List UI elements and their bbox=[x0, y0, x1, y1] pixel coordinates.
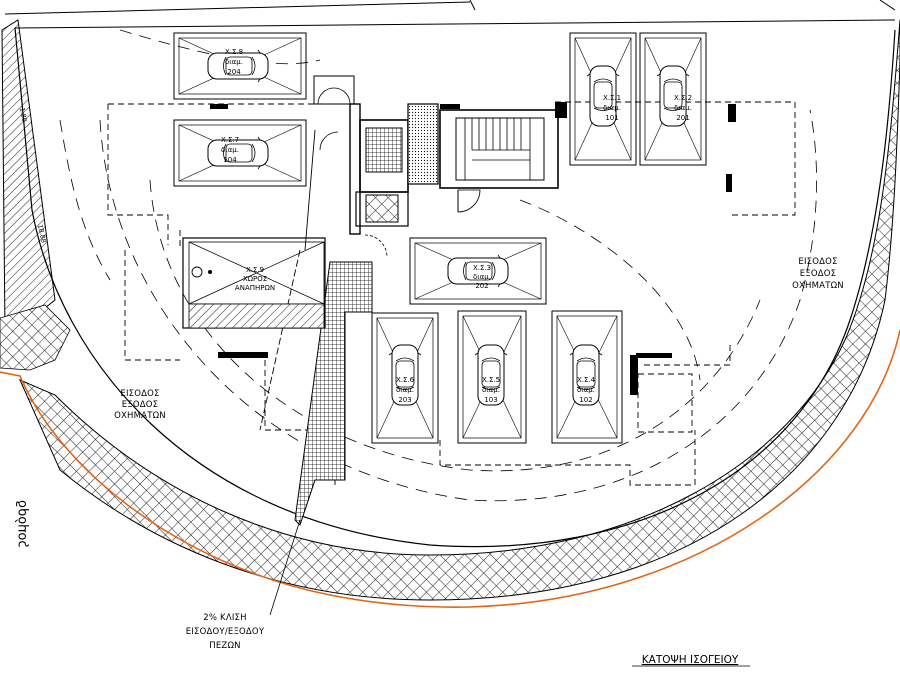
boundary-mark-left: 18.88 bbox=[36, 224, 48, 244]
space-number: 103 bbox=[484, 396, 497, 404]
entrance-left-line1: ΕΙΣΟΔΟΣ bbox=[120, 389, 159, 399]
space-code: Χ.Σ.8 bbox=[225, 48, 243, 56]
entrance-left-line3: ΟΧΗΜΑΤΩΝ bbox=[114, 411, 166, 421]
space-unit: διαμ. bbox=[674, 104, 692, 112]
ramp-note-line3: ΠΕΖΩΝ bbox=[209, 641, 240, 651]
space-code: Χ.Σ.3 bbox=[473, 264, 491, 272]
space-number: 204 bbox=[227, 68, 241, 76]
boundary-mark-top: 1.80 bbox=[18, 107, 28, 123]
storage-label: ΧΩΡΟΣ bbox=[243, 275, 267, 283]
road-label: δρόμος bbox=[15, 500, 30, 548]
entrance-right-line3: ΟΧΗΜΑΤΩΝ bbox=[792, 281, 844, 291]
storage-label-2: ΑΝΑΠΗΡΩΝ bbox=[235, 284, 275, 292]
space-unit: διαμ. bbox=[396, 386, 414, 394]
ramp-note-line2: ΕΙΣΟΔΟΥ/ΕΞΟΔΟΥ bbox=[186, 627, 265, 637]
space-unit: διαμ. bbox=[482, 386, 500, 394]
parking-space-xs7: Χ.Σ.7 διαμ. 104 bbox=[173, 119, 307, 187]
storage-code: Χ.Σ.9 bbox=[246, 266, 264, 274]
space-unit: διαμ. bbox=[603, 104, 621, 112]
space-unit: διαμ. bbox=[221, 146, 239, 154]
entrance-right-line2: ΕΞΟΔΟΣ bbox=[800, 269, 837, 279]
space-number: 101 bbox=[605, 114, 618, 122]
space-code: Χ.Σ.7 bbox=[221, 136, 239, 144]
space-number: 203 bbox=[398, 396, 411, 404]
space-unit: διαμ. bbox=[225, 58, 243, 66]
parking-space-xs1: Χ.Σ.1 διαμ. 101 bbox=[569, 32, 637, 166]
parking-space-xs6: Χ.Σ.6 διαμ. 203 bbox=[371, 312, 439, 444]
parking-space-xs4: Χ.Σ.4 διαμ. 102 bbox=[551, 310, 623, 444]
space-code: Χ.Σ.1 bbox=[603, 94, 621, 102]
parking-space-xs5: Χ.Σ.5 διαμ. 103 bbox=[457, 310, 527, 444]
space-number: 201 bbox=[676, 114, 689, 122]
drawing-title: ΚΑΤΟΨΗ ΙΣΟΓΕΙΟΥ bbox=[642, 654, 739, 666]
space-code: Χ.Σ.2 bbox=[674, 94, 692, 102]
entrance-left-line2: ΕΞΟΔΟΣ bbox=[122, 400, 159, 410]
space-code: Χ.Σ.4 bbox=[577, 376, 596, 384]
parking-space-xs2: Χ.Σ.2 διαμ. 201 bbox=[639, 32, 707, 166]
space-unit: διαμ. bbox=[577, 386, 595, 394]
space-number: 104 bbox=[223, 156, 237, 164]
parking-space-xs8: Χ.Σ.8 διαμ. 204 bbox=[173, 32, 307, 100]
space-code: Χ.Σ.5 bbox=[482, 376, 500, 384]
space-number: 202 bbox=[475, 282, 488, 290]
space-number: 102 bbox=[579, 396, 592, 404]
space-code: Χ.Σ.6 bbox=[396, 376, 415, 384]
ramp-note-line1: 2% ΚΛΙΣΗ bbox=[203, 613, 246, 623]
space-unit: διαμ. bbox=[473, 273, 491, 281]
parking-space-xs3: Χ.Σ.3 διαμ. 202 bbox=[409, 237, 547, 305]
entrance-right-line1: ΕΙΣΟΔΟΣ bbox=[798, 257, 837, 267]
